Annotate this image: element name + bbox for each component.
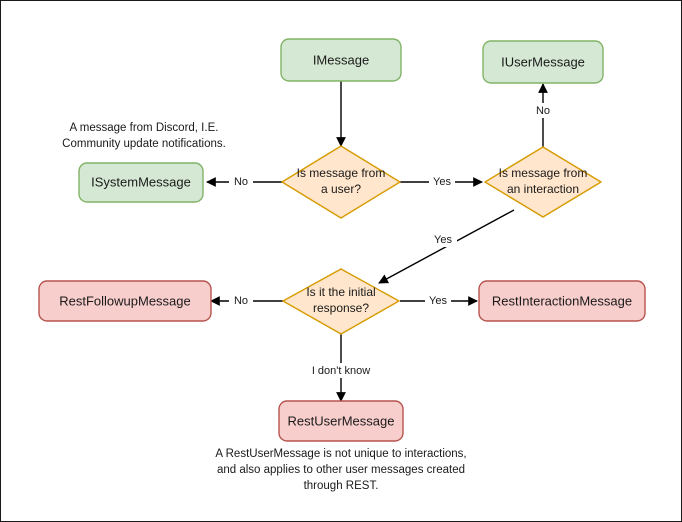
system-message-note-line1: A message from Discord, I.E.: [70, 122, 219, 134]
rest-user-message-note-line3: through REST.: [304, 480, 379, 492]
node-restinteractionmessage[interactable]: RestInteractionMessage: [478, 280, 646, 322]
note-rest-user-message: A RestUserMessage is not unique to inter…: [215, 448, 466, 492]
is-message-from-an-interaction-label-line1: Is message from: [499, 166, 588, 180]
is-it-the-initial-response-diamond[interactable]: [282, 268, 400, 335]
edge-label-i-dont-know: I don't know: [312, 365, 370, 377]
edge-label-no-system: No: [234, 176, 248, 188]
edge-label-yes-interaction: Yes: [433, 176, 451, 188]
iusermessage-box[interactable]: [482, 40, 604, 84]
rest-user-message-note-line1: A RestUserMessage is not unique to inter…: [215, 448, 466, 460]
edge-label-yes-rest-interaction: Yes: [429, 295, 447, 307]
rest-user-message-note-line2: and also applies to other user messages …: [217, 464, 465, 476]
isystemmessage-box[interactable]: [78, 162, 204, 203]
is-message-from-a-user-diamond[interactable]: [281, 145, 401, 219]
restfollowupmessage-box[interactable]: [38, 280, 212, 322]
node-imessage[interactable]: IMessage: [280, 38, 402, 82]
edge-initial-response-yes: Yes: [400, 293, 478, 308]
is-it-the-initial-response-label-line1: Is it the initial: [306, 285, 375, 299]
note-system-message: A message from Discord, I.E. Community u…: [62, 122, 226, 150]
edge-initial-response-unknown: I don't know: [301, 334, 381, 402]
is-message-from-a-user-label-line2: a user?: [321, 182, 361, 196]
restinteractionmessage-label: RestInteractionMessage: [492, 293, 632, 308]
edge-label-yes-initial-response: Yes: [434, 234, 452, 246]
restusermessage-box[interactable]: [278, 400, 404, 442]
restinteractionmessage-box[interactable]: [478, 280, 646, 322]
edge-label-no-user-message: No: [536, 105, 550, 117]
system-message-note-line2: Community update notifications.: [62, 138, 226, 150]
iusermessage-label: IUserMessage: [501, 54, 585, 69]
restfollowupmessage-label: RestFollowupMessage: [59, 293, 191, 308]
node-restfollowupmessage[interactable]: RestFollowupMessage: [38, 280, 212, 322]
edge-user-question-no: No: [206, 174, 283, 189]
node-is-it-the-initial-response[interactable]: Is it the initial response?: [282, 268, 400, 335]
edge-label-no-followup: No: [234, 295, 248, 307]
edge-interaction-question-no: No: [531, 83, 555, 147]
is-it-the-initial-response-label-line2: response?: [313, 301, 369, 315]
node-is-message-from-an-interaction[interactable]: Is message from an interaction: [484, 146, 602, 218]
is-message-from-an-interaction-label-line2: an interaction: [507, 182, 579, 196]
imessage-label: IMessage: [313, 52, 369, 67]
edge-initial-response-no: No: [210, 293, 283, 308]
node-iusermessage[interactable]: IUserMessage: [482, 40, 604, 84]
is-message-from-an-interaction-diamond[interactable]: [484, 146, 602, 218]
node-isystemmessage[interactable]: ISystemMessage: [78, 162, 204, 203]
node-is-message-from-a-user[interactable]: Is message from a user?: [281, 145, 401, 219]
edge-interaction-question-yes: Yes: [378, 209, 515, 284]
imessage-box[interactable]: [280, 38, 402, 82]
is-message-from-a-user-label-line1: Is message from: [297, 166, 386, 180]
restusermessage-label: RestUserMessage: [288, 413, 395, 428]
edge-user-question-yes: Yes: [400, 174, 483, 189]
isystemmessage-label: ISystemMessage: [91, 174, 191, 189]
node-restusermessage[interactable]: RestUserMessage: [278, 400, 404, 442]
